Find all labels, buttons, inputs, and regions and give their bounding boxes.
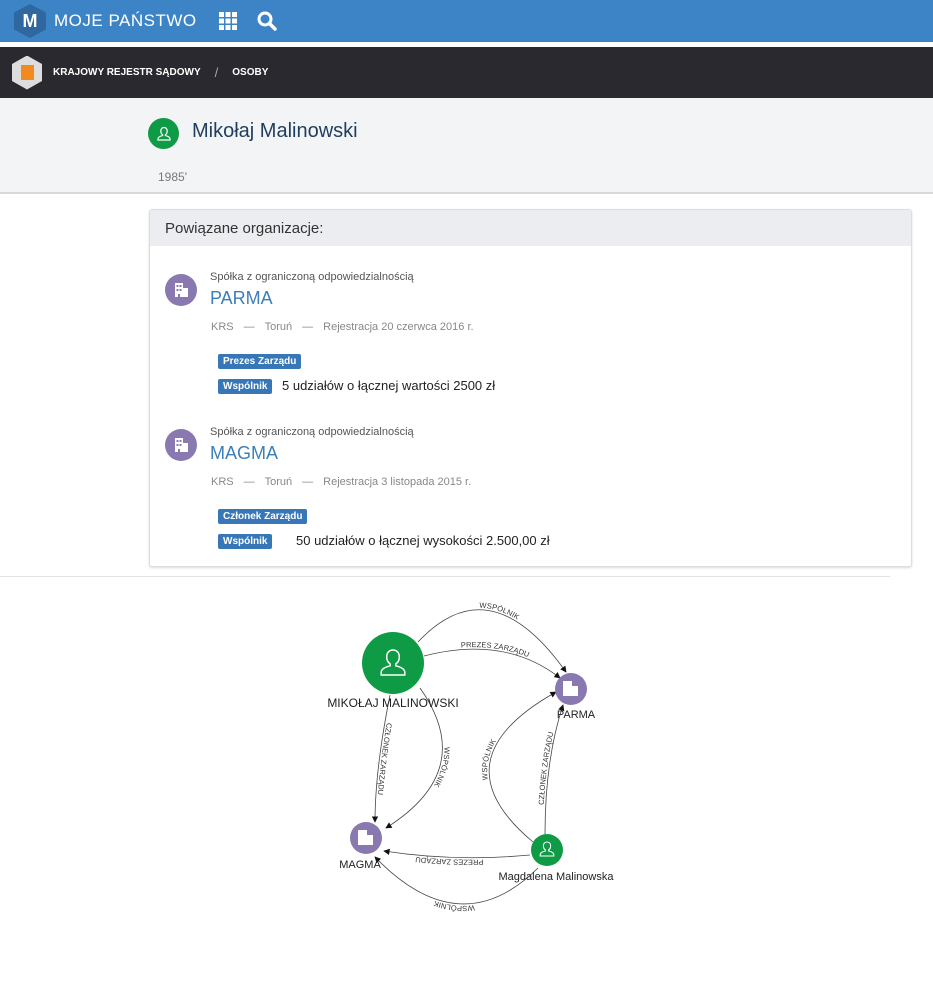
birth-year: 1985' bbox=[158, 170, 187, 184]
breadcrumb-osoby[interactable]: OSOBY bbox=[232, 67, 269, 78]
graph-edge bbox=[423, 648, 561, 679]
org-type: Spółka z ograniczoną odpowiedzialnością bbox=[210, 426, 414, 438]
org-registration: Rejestracja 20 czerwca 2016 r. bbox=[323, 321, 474, 333]
node-label: MAGMA bbox=[339, 859, 381, 871]
building-icon bbox=[165, 274, 197, 306]
org-name-link[interactable]: PARMA bbox=[210, 288, 273, 308]
role-badge: Prezes Zarządu bbox=[218, 354, 302, 369]
node-mikolaj[interactable]: MIKOŁAJ MALINOWSKI bbox=[327, 632, 459, 710]
graph-edge bbox=[383, 850, 531, 859]
edge-label: PREZES ZARZĄDU bbox=[415, 855, 483, 867]
node-label: MIKOŁAJ MALINOWSKI bbox=[327, 696, 458, 710]
divider bbox=[0, 576, 890, 577]
role-text: 5 udziałów o łącznej wartości 2500 zł bbox=[282, 378, 496, 393]
panel-title: Powiązane organizacje: bbox=[150, 210, 911, 246]
breadcrumb: KRAJOWY REJESTR SĄDOWY / OSOBY bbox=[0, 47, 933, 98]
graph-edge bbox=[417, 609, 567, 673]
node-label: PARMA bbox=[557, 709, 596, 721]
building-icon bbox=[165, 429, 197, 461]
breadcrumb-separator: / bbox=[214, 65, 219, 80]
node-magdalena[interactable]: Magdalena Malinowska bbox=[499, 834, 615, 883]
person-icon bbox=[380, 649, 406, 676]
breadcrumb-krs[interactable]: KRAJOWY REJESTR SĄDOWY bbox=[53, 67, 201, 78]
org-meta: KRS — Toruń — Rejestracja 3 listopada 2015 r… bbox=[211, 476, 481, 488]
org-city: Toruń bbox=[264, 476, 293, 488]
person-header: Mikołaj Malinowski 1985' bbox=[0, 98, 933, 194]
edge-label: WSPÓLNIK bbox=[432, 899, 475, 913]
apps-grid-icon[interactable] bbox=[218, 12, 237, 30]
role-text: 50 udziałów o łącznej wysokości 2.500,00… bbox=[296, 533, 550, 548]
node-magma[interactable]: MAGMA bbox=[339, 822, 382, 871]
meta-separator: — bbox=[302, 476, 314, 488]
building-icon bbox=[358, 830, 373, 845]
brand-link[interactable]: MOJE PAŃSTWO bbox=[54, 11, 197, 30]
person-icon bbox=[148, 118, 179, 149]
org-meta: KRS — Toruń — Rejestracja 20 czerwca 2016 r. bbox=[211, 321, 484, 333]
search-icon[interactable] bbox=[257, 11, 277, 31]
role-badge: Wspólnik bbox=[218, 379, 273, 394]
org-registry: KRS bbox=[211, 321, 234, 333]
page-title: Mikołaj Malinowski bbox=[192, 120, 358, 142]
meta-separator: — bbox=[243, 476, 255, 488]
edge-label: PREZES ZARZĄDU bbox=[461, 640, 531, 659]
person-icon bbox=[539, 841, 555, 857]
node-parma[interactable]: PARMA bbox=[555, 673, 596, 721]
org-name-link[interactable]: MAGMA bbox=[210, 443, 279, 463]
edge-label: CZŁONEK ZARZĄDU bbox=[537, 731, 556, 805]
edge-label: WSPÓLNIK bbox=[432, 747, 451, 789]
building-icon bbox=[563, 681, 578, 696]
org-city: Toruń bbox=[264, 321, 293, 333]
org-type: Spółka z ograniczoną odpowiedzialnością bbox=[210, 271, 414, 283]
meta-separator: — bbox=[243, 321, 255, 333]
edge-label: WSPÓLNIK bbox=[480, 737, 498, 780]
edge-label: CZŁONEK ZARZĄDU bbox=[376, 722, 394, 795]
top-navbar: M MOJE PAŃSTWO bbox=[0, 0, 933, 42]
logo-letter: M bbox=[22, 10, 38, 31]
role-badge: Członek Zarządu bbox=[218, 509, 308, 524]
role-badge: Wspólnik bbox=[218, 534, 273, 549]
node-label: Magdalena Malinowska bbox=[499, 871, 615, 883]
org-registration: Rejestracja 3 listopada 2015 r. bbox=[323, 476, 472, 488]
related-organizations-panel: Powiązane organizacje: Spółka z ogranicz… bbox=[149, 209, 912, 567]
meta-separator: — bbox=[302, 321, 314, 333]
edge-label: WSPÓLNIK bbox=[479, 601, 521, 622]
org-registry: KRS bbox=[211, 476, 234, 488]
